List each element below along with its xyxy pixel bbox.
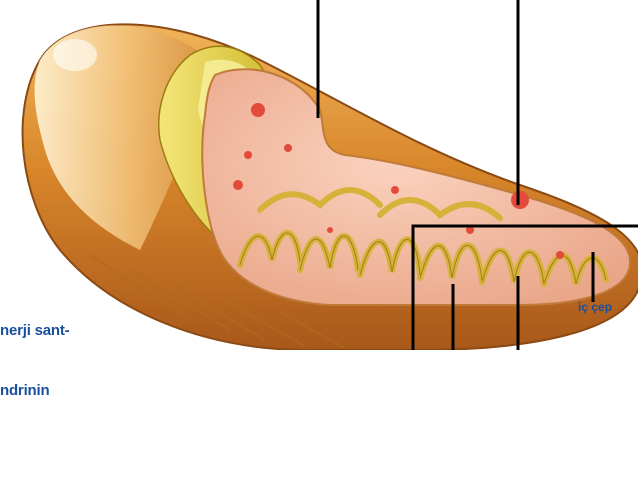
mitochondrion-illustration [0, 0, 638, 350]
caption-text: nerji sant- ndrinin [0, 281, 69, 481]
mitochondrion-diagram: nerji sant- ndrinin iç çep [0, 0, 638, 350]
caption-line-2: ndrinin [0, 381, 69, 401]
caption-line-1: nerji sant- [0, 321, 69, 341]
inner-membrane-label: iç çep [578, 300, 612, 314]
matrix [202, 69, 630, 305]
